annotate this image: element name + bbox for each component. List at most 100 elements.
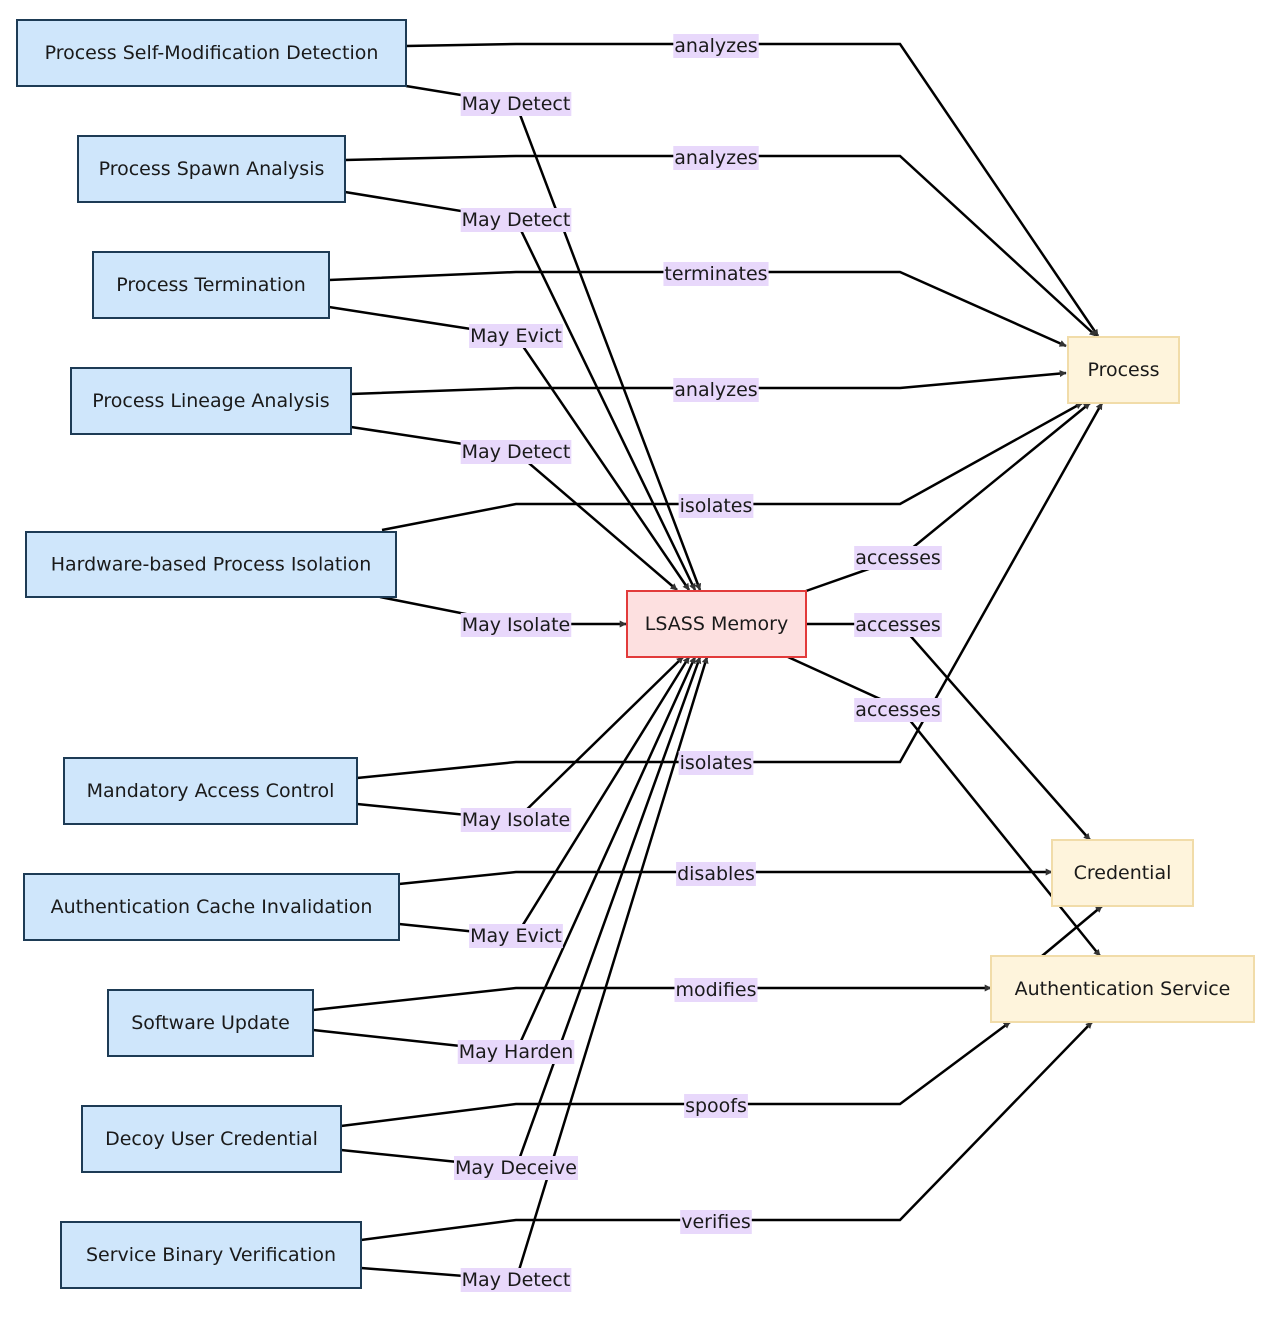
edge-label-aci-credential: disables <box>676 862 756 886</box>
edge-label-text: May Evict <box>470 325 562 347</box>
node-label: Process <box>1087 359 1159 381</box>
edge-label-psmd-process: analyzes <box>673 34 759 58</box>
node-label: Decoy User Credential <box>105 1128 318 1150</box>
edge-label-duc-lsass: May Deceive <box>454 1156 578 1180</box>
node-sbv: Service Binary Verification <box>60 1221 362 1289</box>
node-psa: Process Spawn Analysis <box>77 135 346 203</box>
node-hbpi: Hardware-based Process Isolation <box>25 531 397 598</box>
edge-label-background <box>460 808 572 832</box>
edge-label-background <box>460 208 572 232</box>
edge-mac-lsass <box>356 656 684 822</box>
node-label: Authentication Service <box>1015 978 1231 1000</box>
node-label: Credential <box>1074 862 1172 884</box>
node-box <box>23 873 400 941</box>
edge-label-text: analyzes <box>674 35 757 57</box>
edge-label-mac-process: isolates <box>678 751 754 775</box>
edge-label-text: accesses <box>855 699 941 721</box>
node-label: Process Termination <box>116 274 306 296</box>
node-box <box>1067 336 1180 404</box>
edge-label-psmd-lsass: May Detect <box>460 92 572 116</box>
edge-label-text: modifies <box>675 979 756 1001</box>
edge-label-background <box>673 146 759 170</box>
node-box <box>107 989 314 1057</box>
node-box <box>92 251 330 319</box>
node-box <box>1051 839 1194 907</box>
edge-label-text: analyzes <box>674 147 757 169</box>
node-label: LSASS Memory <box>645 613 788 635</box>
node-authsvc: Authentication Service <box>990 955 1255 1023</box>
node-box <box>77 135 346 203</box>
node-pt: Process Termination <box>92 251 330 319</box>
edge-label-text: May Detect <box>462 209 571 231</box>
edge-aci-lsass <box>398 656 691 938</box>
node-box <box>16 19 407 87</box>
node-label: Process Spawn Analysis <box>99 158 325 180</box>
edge-label-text: terminates <box>664 263 767 285</box>
edge-label-text: disables <box>677 863 755 885</box>
node-label: Process Lineage Analysis <box>92 390 329 412</box>
edge-label-pla-process: analyzes <box>673 378 759 402</box>
node-box <box>60 1221 362 1289</box>
edge-authsvc-credential <box>1041 905 1103 957</box>
edge-label-background <box>676 862 756 886</box>
edge-lsass-authsvc <box>787 655 1101 957</box>
node-label: Authentication Cache Invalidation <box>51 896 373 918</box>
node-duc: Decoy User Credential <box>81 1105 342 1173</box>
edge-label-background <box>673 34 759 58</box>
edge-label-background <box>454 1156 578 1180</box>
edge-lsass-credential <box>806 622 1091 841</box>
node-box <box>25 531 397 598</box>
edge-label-background <box>854 546 942 570</box>
edge-label-background <box>460 92 572 116</box>
edge-label-background <box>460 440 572 464</box>
edge-sbv-lsass <box>360 656 709 1282</box>
edge-su-authsvc <box>312 984 992 1012</box>
edge-label-text: May Detect <box>462 441 571 463</box>
edge-lsass-process <box>805 402 1091 593</box>
node-label: Service Binary Verification <box>86 1244 336 1266</box>
node-label: Hardware-based Process Isolation <box>51 554 372 576</box>
node-su: Software Update <box>107 989 314 1057</box>
edge-label-pt-process: terminates <box>663 262 769 286</box>
node-aci: Authentication Cache Invalidation <box>23 873 400 941</box>
edge-label-text: May Detect <box>462 93 571 115</box>
node-label: Process Self-Modification Detection <box>45 42 379 64</box>
edge-label-text: accesses <box>855 614 941 636</box>
edge-label-sbv-authsvc: verifies <box>680 1210 752 1234</box>
edge-su-lsass <box>312 656 697 1054</box>
edge-label-background <box>678 751 754 775</box>
edge-label-background <box>663 262 769 286</box>
edge-label-background <box>460 1268 572 1292</box>
edge-label-text: isolates <box>680 752 753 774</box>
edge-label-background <box>854 698 942 722</box>
edge-label-text: spoofs <box>685 1095 747 1117</box>
node-box <box>626 590 807 658</box>
edge-label-su-authsvc: modifies <box>674 978 758 1002</box>
edge-label-background <box>684 1094 748 1118</box>
edge-label-mac-lsass: May Isolate <box>460 808 572 832</box>
edge-label-background <box>469 324 563 348</box>
edge-label-background <box>673 378 759 402</box>
node-psmd: Process Self-Modification Detection <box>16 19 407 87</box>
edge-label-background <box>469 924 563 948</box>
edge-label-pla-lsass: May Detect <box>460 440 572 464</box>
edge-label-sbv-lsass: May Detect <box>460 1268 572 1292</box>
edge-label-hbpi-process: isolates <box>678 494 754 518</box>
edge-label-text: May Harden <box>459 1041 574 1063</box>
edge-duc-authsvc <box>340 1020 1011 1128</box>
edge-label-lsass-credential: accesses <box>854 613 942 637</box>
edge-label-text: May Evict <box>470 925 562 947</box>
edge-label-lsass-authsvc: accesses <box>854 698 942 722</box>
edge-label-background <box>854 613 942 637</box>
edge-psa-lsass <box>344 190 697 591</box>
edge-label-aci-lsass: May Evict <box>469 924 563 948</box>
nodes-layer: Process Self-Modification DetectionProce… <box>16 19 1255 1289</box>
node-process: Process <box>1067 336 1180 404</box>
node-box <box>63 757 358 825</box>
edge-label-su-lsass: May Harden <box>457 1040 575 1064</box>
node-credential: Credential <box>1051 839 1194 907</box>
edge-label-text: isolates <box>680 495 753 517</box>
edge-psmd-process <box>405 42 1100 337</box>
edge-label-background <box>460 613 572 637</box>
edge-label-text: May Isolate <box>462 809 571 831</box>
